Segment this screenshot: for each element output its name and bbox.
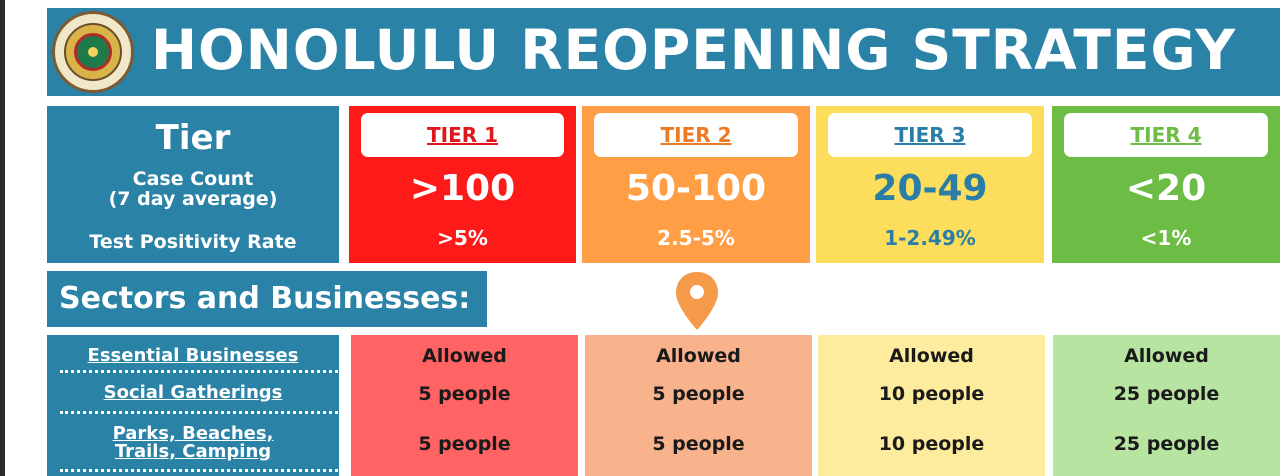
tier-label-box: Tier Case Count (7 day average) Test Pos… bbox=[47, 106, 339, 263]
tier-2-column: Allowed 5 people 5 people bbox=[585, 335, 812, 476]
tier-1-column: Allowed 5 people 5 people bbox=[351, 335, 578, 476]
tier-2-card: TIER 2 50-100 2.5-5% bbox=[582, 106, 810, 263]
city-seal-logo bbox=[52, 11, 134, 93]
tier-3-positivity: 1-2.49% bbox=[884, 226, 976, 250]
sector-parks-beaches[interactable]: Parks, Beaches, bbox=[112, 423, 274, 444]
tier-4-card: TIER 4 <20 <1% bbox=[1052, 106, 1280, 263]
cell-value: Allowed bbox=[889, 345, 974, 367]
tier-2-cases: 50-100 bbox=[625, 168, 767, 209]
tier-3-link[interactable]: TIER 3 bbox=[828, 113, 1032, 157]
cell-value: 5 people bbox=[418, 383, 511, 405]
left-edge bbox=[0, 0, 5, 476]
header-banner: HONOLULU REOPENING STRATEGY bbox=[47, 8, 1280, 96]
cell-value: 25 people bbox=[1113, 433, 1220, 455]
location-pin-icon bbox=[676, 272, 718, 330]
positivity-label: Test Positivity Rate bbox=[89, 231, 297, 253]
sector-essential-businesses[interactable]: Essential Businesses bbox=[87, 345, 299, 366]
tier-3-cases: 20-49 bbox=[872, 168, 988, 209]
cell-value: 5 people bbox=[418, 433, 511, 455]
cell-value: 5 people bbox=[652, 433, 745, 455]
tier-2-link[interactable]: TIER 2 bbox=[594, 113, 798, 157]
tier-1-positivity: >5% bbox=[437, 226, 488, 250]
sectors-heading: Sectors and Businesses: bbox=[47, 271, 487, 327]
cell-value: 10 people bbox=[878, 433, 985, 455]
page-title: HONOLULU REOPENING STRATEGY bbox=[151, 18, 1237, 82]
tier-4-cases: <20 bbox=[1125, 168, 1207, 209]
sector-trails-camping[interactable]: Trails, Camping bbox=[114, 441, 272, 462]
tier-4-link[interactable]: TIER 4 bbox=[1064, 113, 1268, 157]
sector-names-column: Essential Businesses Social Gatherings P… bbox=[47, 335, 339, 476]
tier-3-card: TIER 3 20-49 1-2.49% bbox=[816, 106, 1044, 263]
tier-1-cases: >100 bbox=[409, 168, 516, 209]
case-count-label: Case Count (7 day average) bbox=[108, 168, 278, 210]
tier-1-card: TIER 1 >100 >5% bbox=[349, 106, 576, 263]
cell-value: 10 people bbox=[878, 383, 985, 405]
cell-value: 25 people bbox=[1113, 383, 1220, 405]
tier-3-column: Allowed 10 people 10 people bbox=[818, 335, 1045, 476]
tier-heading: Tier bbox=[155, 118, 231, 158]
tier-4-positivity: <1% bbox=[1140, 226, 1192, 250]
cell-value: 5 people bbox=[652, 383, 745, 405]
tier-1-link[interactable]: TIER 1 bbox=[361, 113, 564, 157]
cell-value: Allowed bbox=[422, 345, 507, 367]
sector-social-gatherings[interactable]: Social Gatherings bbox=[103, 382, 283, 403]
tier-2-positivity: 2.5-5% bbox=[657, 226, 735, 250]
cell-value: Allowed bbox=[1124, 345, 1209, 367]
tier-4-column: Allowed 25 people 25 people bbox=[1053, 335, 1280, 476]
cell-value: Allowed bbox=[656, 345, 741, 367]
